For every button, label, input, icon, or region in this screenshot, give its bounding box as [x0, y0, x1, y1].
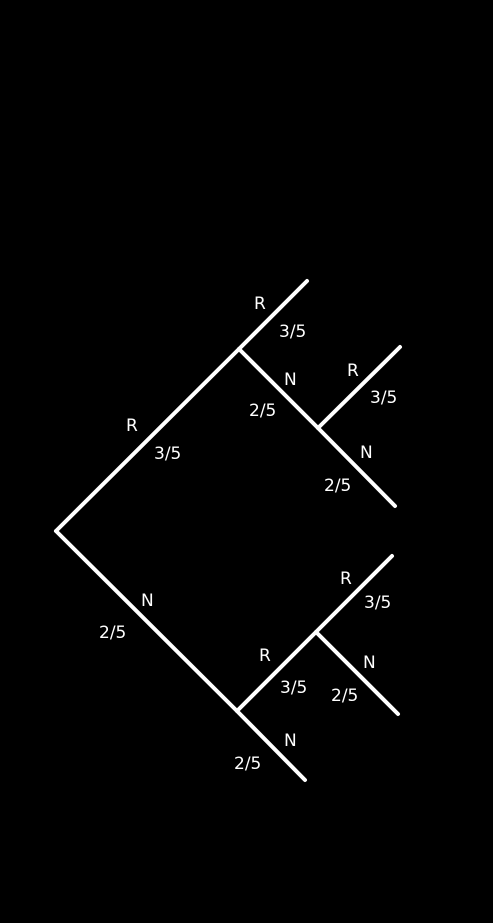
branch-r-r: [237, 279, 309, 351]
outcome-label-n-r-n: N: [363, 653, 376, 673]
probability-label-n-r-r: 3/5: [364, 593, 391, 613]
probability-label-r-n-n: 2/5: [324, 476, 351, 496]
probability-label-n: 2/5: [99, 623, 126, 643]
probability-label-n-r: 3/5: [280, 678, 307, 698]
outcome-label-n-r: R: [259, 646, 271, 666]
outcome-label-r-n-n: N: [360, 443, 373, 463]
branch-n-r-r: [314, 554, 394, 634]
probability-label-r: 3/5: [154, 444, 181, 464]
branch-n-r: [235, 630, 318, 713]
outcome-label-r-n: N: [284, 370, 297, 390]
outcome-label-r-n-r: R: [347, 361, 359, 381]
probability-label-r-n: 2/5: [249, 401, 276, 421]
probability-label-r-r: 3/5: [279, 322, 306, 342]
probability-label-n-r-n: 2/5: [331, 686, 358, 706]
outcome-label-r-r: R: [254, 294, 266, 314]
probability-label-n-n: 2/5: [234, 754, 261, 774]
outcome-label-n-r-r: R: [340, 569, 352, 589]
branch-r-n-r: [316, 345, 402, 430]
branch-r-n: [237, 347, 320, 430]
branch-n: [54, 529, 239, 713]
probability-label-r-n-r: 3/5: [370, 388, 397, 408]
branch-n-r-n: [314, 630, 400, 716]
outcome-label-n: N: [141, 591, 154, 611]
outcome-label-r: R: [126, 416, 138, 436]
outcome-label-n-n: N: [284, 731, 297, 751]
branch-r-n-n: [316, 426, 397, 508]
branch-n-n: [235, 709, 307, 782]
branch-r: [54, 347, 241, 533]
